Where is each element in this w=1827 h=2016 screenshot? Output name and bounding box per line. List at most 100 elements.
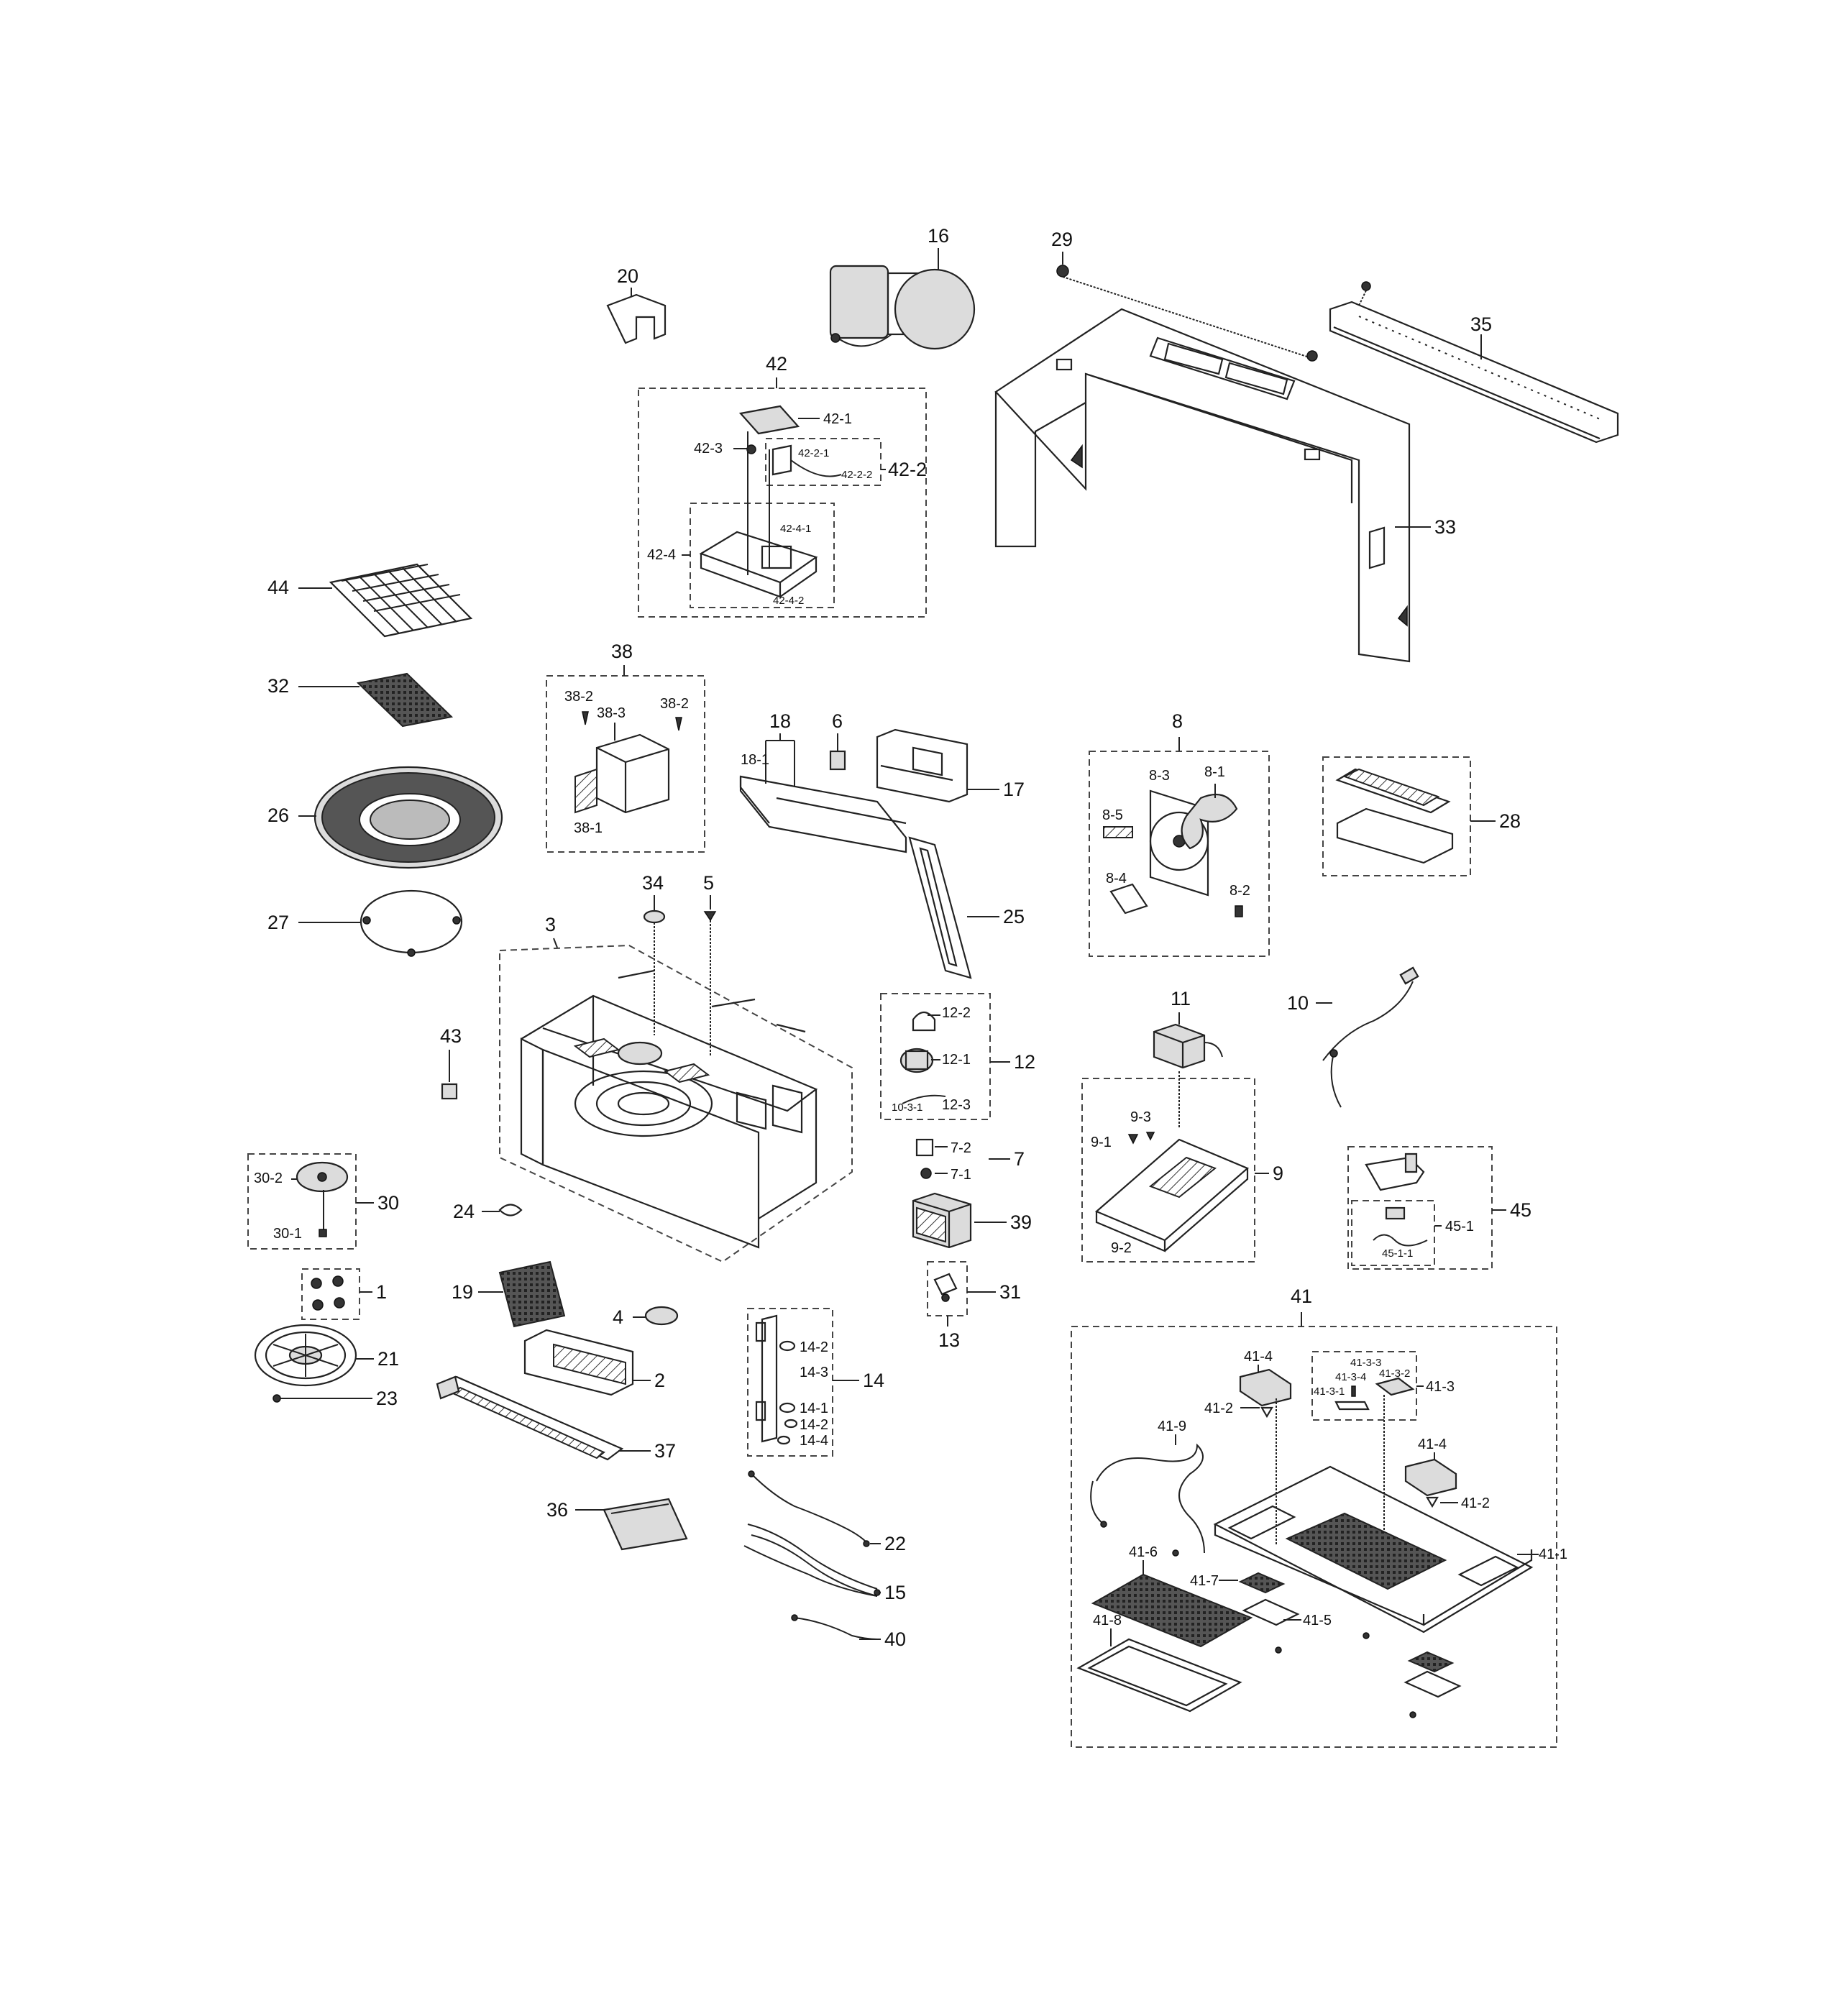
label-32: 32 (267, 675, 289, 697)
label-42-2-1: 42-2-1 (798, 447, 829, 459)
label-31: 31 (999, 1281, 1021, 1303)
part-34-stirrer-cover[interactable] (643, 895, 666, 1035)
label-33: 33 (1434, 516, 1456, 538)
group-30-box (247, 1153, 357, 1250)
label-41-3: 41-3 (1426, 1379, 1455, 1395)
part-41-4-b-cover[interactable] (1404, 1452, 1457, 1497)
label-30-2: 30-2 (254, 1170, 283, 1186)
part-41-5-lamp-cover[interactable] (1242, 1598, 1462, 1718)
part-17-bracket[interactable] (876, 728, 999, 803)
part-41-6-grease-filter[interactable] (1091, 1560, 1253, 1648)
part-42-2-switch-assy[interactable] (771, 444, 842, 477)
part-44-grill-rack[interactable] (298, 563, 473, 638)
part-41-7-filter[interactable] (1219, 1572, 1286, 1594)
label-42-4: 42-4 (647, 547, 676, 563)
part-6-fuse[interactable] (829, 733, 846, 771)
label-14: 14 (863, 1370, 884, 1391)
part-42-1-cover[interactable] (738, 405, 820, 435)
part-27-roller-ring[interactable] (298, 889, 463, 957)
part-11-transformer[interactable] (1153, 1012, 1223, 1129)
label-41-3-2: 41-3-2 (1379, 1367, 1410, 1380)
part-29-screw[interactable] (1056, 252, 1317, 360)
part-35-top-plate[interactable] (1329, 281, 1619, 444)
part-24-latch[interactable] (482, 1204, 523, 1217)
part-1-feet[interactable] (311, 1275, 372, 1311)
label-41-2-a: 41-2 (1204, 1401, 1233, 1416)
label-12-1: 12-1 (942, 1052, 971, 1068)
part-23-screw[interactable] (273, 1394, 372, 1403)
part-14-interlock-assy[interactable] (755, 1314, 798, 1445)
part-41-8-filter-frame[interactable] (1076, 1628, 1242, 1713)
label-16: 16 (928, 225, 949, 247)
part-3-cavity[interactable] (520, 969, 818, 1249)
label-13: 13 (938, 1329, 960, 1351)
label-17: 17 (1003, 779, 1025, 800)
group-14-box (747, 1308, 833, 1457)
label-2: 2 (654, 1370, 665, 1391)
label-11: 11 (1171, 988, 1191, 1009)
part-4-stirrer-motor[interactable] (633, 1306, 679, 1326)
label-9-3: 9-3 (1130, 1109, 1151, 1125)
part-18-duct[interactable] (739, 733, 907, 853)
label-12: 12 (1014, 1051, 1035, 1073)
label-24: 24 (453, 1201, 475, 1222)
part-40-harness[interactable] (791, 1614, 881, 1640)
part-15-harness[interactable] (743, 1524, 881, 1597)
part-41-2-b-lamp[interactable] (1426, 1496, 1458, 1508)
label-22: 22 (884, 1533, 906, 1554)
label-5: 5 (703, 872, 714, 894)
part-41-4-a-cover[interactable] (1239, 1365, 1292, 1546)
label-37: 37 (654, 1440, 676, 1462)
part-39-magnetron[interactable] (912, 1192, 1007, 1249)
part-33-outer-cabinet[interactable] (994, 308, 1431, 663)
label-36: 36 (546, 1499, 568, 1521)
part-41-9-harness[interactable] (1090, 1434, 1205, 1557)
part-16-fan-motor[interactable] (829, 248, 976, 350)
part-38-vent-damper[interactable] (574, 711, 682, 814)
group-42-box (638, 388, 927, 618)
group-3-box (499, 944, 853, 1263)
label-40: 40 (884, 1628, 906, 1650)
part-25-frame[interactable] (908, 836, 999, 979)
part-21-motor-plate[interactable] (254, 1324, 374, 1387)
part-30-coupler[interactable] (291, 1161, 349, 1237)
part-45-sensor-bracket[interactable] (1365, 1153, 1442, 1247)
part-41-2-a-lamp[interactable] (1240, 1406, 1273, 1419)
label-35: 35 (1470, 313, 1492, 335)
part-7-thermostat[interactable] (915, 1138, 1010, 1179)
part-10-power-cord[interactable] (1316, 966, 1419, 1108)
part-37-door-trim[interactable] (436, 1375, 651, 1461)
part-41-1-base-cover[interactable] (1213, 1465, 1539, 1634)
label-45: 45 (1510, 1199, 1531, 1221)
part-28-vent-grille[interactable] (1335, 768, 1496, 864)
label-41-7: 41-7 (1190, 1573, 1219, 1589)
label-29: 29 (1051, 229, 1073, 250)
group-45-box (1347, 1146, 1493, 1270)
part-8-fan-assy[interactable] (1103, 784, 1243, 917)
part-41-3-lamp-socket[interactable] (1334, 1377, 1415, 1553)
label-41-2-b: 41-2 (1461, 1495, 1490, 1511)
part-9-base-plate[interactable] (1094, 1132, 1250, 1252)
part-12-capacitor[interactable] (899, 1011, 946, 1104)
part-42-4-duct[interactable] (699, 431, 818, 598)
label-8-1: 8-1 (1204, 764, 1225, 780)
part-26-turntable-tray[interactable] (298, 766, 503, 869)
label-42: 42 (766, 353, 787, 375)
label-41-3-4: 41-3-4 (1335, 1371, 1366, 1383)
label-39: 39 (1010, 1211, 1032, 1233)
group-42-2-box (765, 438, 882, 486)
part-20-bracket[interactable] (606, 288, 667, 344)
label-25: 25 (1003, 906, 1025, 927)
label-38: 38 (611, 641, 633, 662)
part-32-charcoal-filter[interactable] (298, 672, 454, 728)
part-36-manual[interactable] (575, 1498, 688, 1551)
part-5-lamp[interactable] (703, 895, 717, 1057)
part-2-control-panel[interactable] (523, 1329, 651, 1396)
label-43: 43 (440, 1025, 462, 1047)
part-43-clip[interactable] (441, 1050, 458, 1100)
part-19-filter[interactable] (478, 1260, 566, 1328)
label-8-5: 8-5 (1102, 807, 1123, 823)
part-22-harness[interactable] (748, 1470, 881, 1547)
part-31-switch[interactable] (933, 1273, 996, 1302)
label-28: 28 (1499, 810, 1521, 832)
